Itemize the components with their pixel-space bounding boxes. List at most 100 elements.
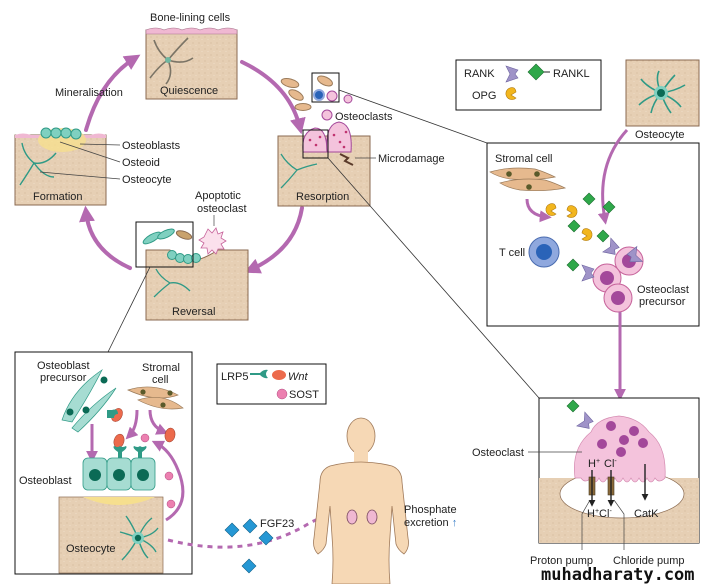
fgf23-label: FGF23 [260, 518, 294, 530]
rank-icon-panel [576, 411, 594, 429]
reversal-label: Reversal [172, 306, 215, 318]
osteoclasts-label: Osteoclasts [335, 111, 393, 123]
osteocyte-nucleus [657, 89, 665, 97]
reversal-precursors [142, 228, 193, 245]
quiescence-stage: Bone-lining cells Quiescence [145, 12, 238, 100]
osteoclast-panel: Osteoclast H+ Cl- H+Cl- CatK Proton pump… [472, 397, 700, 567]
fgf23-molecules [224, 518, 274, 574]
osteoclast-label: Osteoclast [472, 447, 524, 459]
apoptotic-osteoclast-label-1: Apoptotic [195, 190, 241, 202]
rank-legend-box [455, 59, 602, 111]
rankl-molecules [566, 192, 616, 272]
rank-label: RANK [464, 68, 495, 80]
osteoclast-precursor-label-1: Osteoclast [637, 284, 689, 296]
sost-label: SOST [289, 389, 319, 401]
osteoblast-row [40, 127, 82, 140]
lrp5-icon [250, 369, 268, 379]
cycle-arrows [79, 54, 306, 274]
rank-icon [505, 65, 519, 83]
formation-callout-lines [39, 141, 121, 180]
osteoclast-nuclei-panel [597, 421, 648, 457]
apoptotic-osteoclast [198, 227, 227, 255]
osteoblast-label: Osteoblast [19, 475, 72, 487]
rank-receptors [581, 237, 644, 282]
osteocyte-cell [165, 57, 171, 63]
bone-lining-cells [145, 27, 238, 35]
osteocyte-panel-label: Osteocyte [635, 129, 685, 141]
apoptotic-osteoclast-label-2: osteoclast [197, 203, 247, 215]
arrow-resorption-to-reversal [244, 206, 304, 274]
wnt-osteocyte-label: Osteocyte [66, 543, 116, 555]
wnt-stromal-cells [127, 386, 184, 410]
wnt-legend-box [216, 363, 327, 405]
wnt-panel-arrows [86, 409, 185, 522]
catk-label: CatK [634, 508, 659, 520]
osteoclast-cell-1 [302, 127, 328, 153]
precursor-cells [280, 75, 353, 121]
wnt-legend: LRP5 Wnt SOST [216, 363, 327, 405]
osteoid-label: Osteoid [122, 157, 160, 169]
osteoblast-precursor-label-2: precursor [40, 372, 87, 384]
reversal-zoom-box [135, 221, 194, 268]
proton-pump-label: Proton pump [530, 555, 593, 567]
stromal-cells [489, 167, 567, 192]
osteoblasts-label: Osteoblasts [122, 140, 181, 152]
bone-lining-cells-label: Bone-lining cells [150, 12, 231, 24]
mineralisation-label: Mineralisation [55, 87, 123, 99]
arrow-quiescence-to-resorption [240, 60, 306, 135]
arrow-reversal-to-formation [79, 205, 132, 270]
wnt-panel-bone [58, 496, 164, 574]
osteoblast-precursor-cells [61, 368, 117, 433]
t-cell-label: T cell [499, 247, 525, 259]
watermark: muhadharaty.com [541, 565, 695, 584]
osteocyte-panel: Osteocyte [625, 59, 700, 141]
microdamage-crack [339, 153, 354, 166]
osteoclast-zoom-box [302, 129, 329, 159]
rankl-label: RANKL [553, 68, 590, 80]
reversal-stage: Apoptotic osteoclast Reversal [135, 190, 249, 321]
phosphate-label-1: Phosphate [404, 504, 457, 516]
head [346, 417, 376, 455]
rankl-icon-panel [566, 399, 580, 413]
stromal-cell-label: Stromal cell [495, 153, 552, 165]
osteoclast-cell-2 [326, 121, 352, 153]
pump-callout-lines [581, 499, 625, 550]
chloride-pump-label: Chloride pump [613, 555, 685, 567]
osteoblast-cells [82, 457, 156, 491]
wnt-stromal-label-2: cell [152, 374, 169, 386]
increase-arrow-icon: ↑ [452, 517, 458, 529]
osteoblast-precursor-label-1: Osteoblast [37, 360, 90, 372]
opg-molecules [545, 203, 593, 241]
formation-osteocytes [19, 142, 57, 186]
ion-bottom: H+Cl- [587, 508, 612, 520]
resorption-osteocytes [280, 153, 318, 189]
kidney-left [346, 509, 358, 525]
reversal-osteoblasts [167, 250, 201, 264]
microdamage-label: Microdamage [378, 153, 445, 165]
opg-icon [505, 87, 517, 100]
zoom-connector-lines [107, 89, 540, 399]
wnt-icon [272, 370, 286, 380]
precursor-zoom-box [311, 72, 340, 103]
osteoclast-nuclei [308, 130, 348, 149]
formation-stage: Mineralisation Formation Osteoblasts Ost… [14, 87, 181, 206]
wnt-signaling-panel: Osteoblast precursor Stromal cell [14, 351, 193, 575]
t-cell-nucleus [536, 244, 552, 260]
phosphate-label-2: excretion ↑ [404, 517, 457, 529]
osteocyte-label: Osteocyte [122, 174, 172, 186]
wnt-panel-osteoid [83, 497, 155, 505]
wnt-molecules [111, 408, 176, 449]
ion-top-h: H+ [588, 458, 600, 470]
ion-top-cl: Cl- [604, 458, 617, 470]
lrp5-label: LRP5 [221, 371, 249, 383]
wnt-stromal-label-1: Stromal [142, 362, 180, 374]
resorption-label: Resorption [296, 191, 349, 203]
osteocyte-to-panel-arrow [597, 128, 629, 225]
torso [313, 461, 409, 584]
lrp5-receptors [107, 409, 147, 458]
arrow-mineralisation [84, 54, 141, 132]
kidney-right [366, 509, 378, 525]
rankl-icon [527, 63, 545, 81]
rank-legend: RANK RANKL OPG [455, 59, 602, 111]
